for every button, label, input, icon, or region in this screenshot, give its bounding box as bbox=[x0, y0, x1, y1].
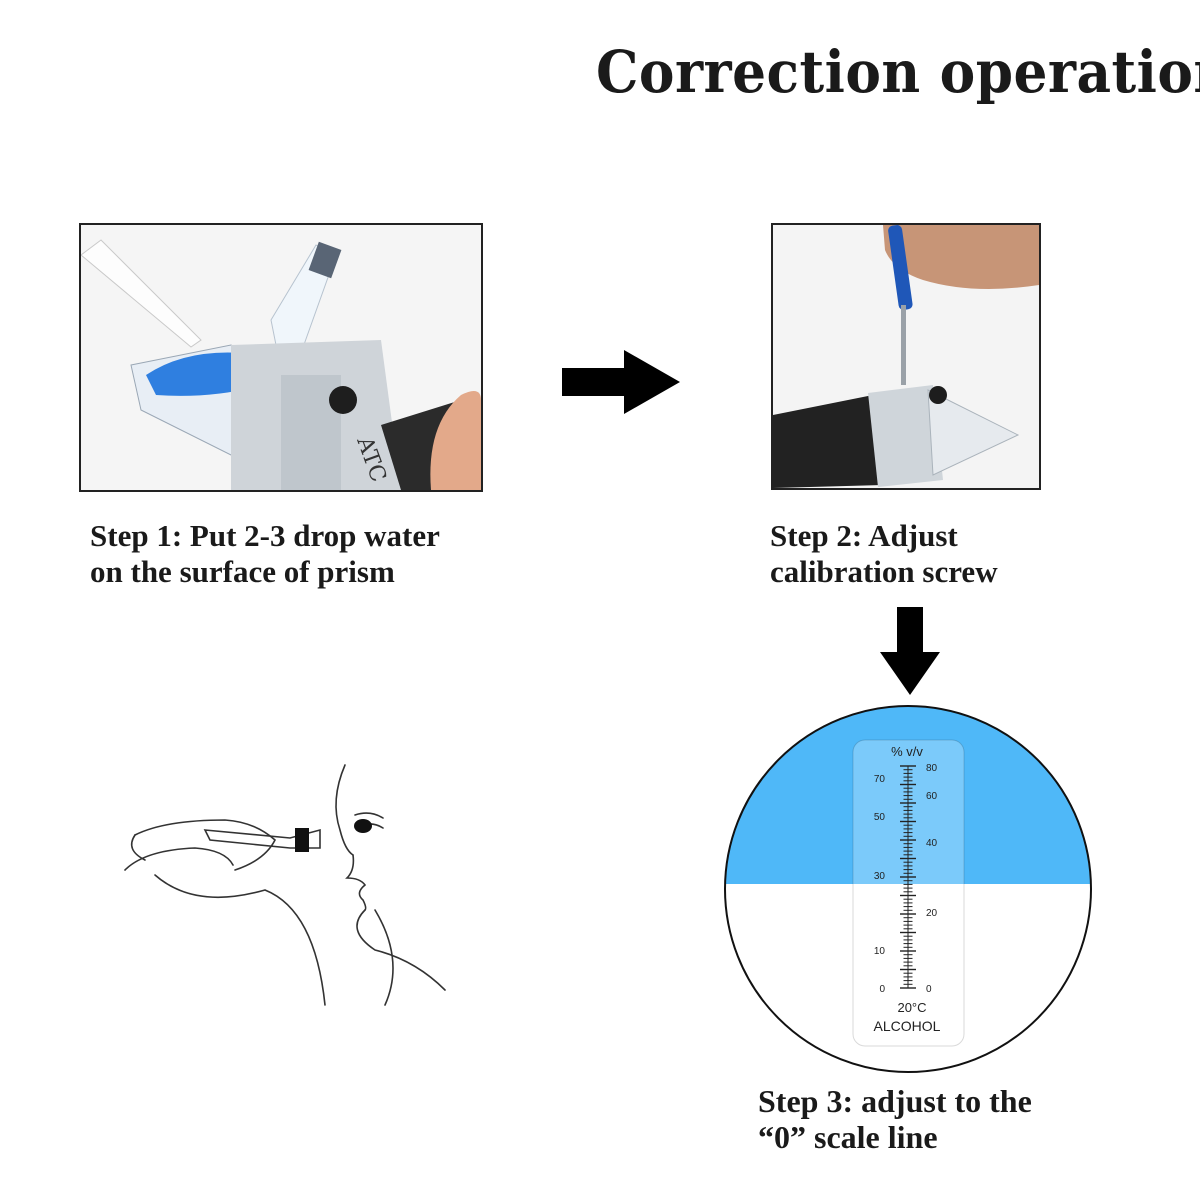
left-tick-label-50: 50 bbox=[874, 812, 886, 823]
eye-pupil bbox=[354, 819, 372, 833]
step1-line2: on the surface of prism bbox=[90, 554, 395, 589]
scale-temperature: 20°C bbox=[897, 1000, 926, 1015]
right-tick-label-60: 60 bbox=[926, 791, 938, 802]
refractometer-scale-view: % v/v 70 50 30 10 0 80 60 40 20 0 20°C A… bbox=[724, 705, 1092, 1073]
arrow-right-icon bbox=[562, 350, 680, 414]
step2-caption: Step 2: Adjust calibration screw bbox=[770, 518, 998, 590]
right-tick-label-20: 20 bbox=[926, 908, 938, 919]
eyepiece-band bbox=[295, 828, 309, 852]
step1-line1: Step 1: Put 2-3 drop water bbox=[90, 518, 440, 553]
right-tick-label-40: 40 bbox=[926, 838, 938, 849]
step1-caption: Step 1: Put 2-3 drop water on the surfac… bbox=[90, 518, 440, 590]
right-tick-label-80: 80 bbox=[926, 763, 938, 774]
scope-outline bbox=[724, 705, 1092, 1073]
step2-line2: calibration screw bbox=[770, 554, 998, 589]
step1-photo: ATC bbox=[79, 223, 483, 492]
step2-photo bbox=[771, 223, 1041, 490]
step3-line2: “0” scale line bbox=[758, 1119, 938, 1155]
step2-line1: Step 2: Adjust bbox=[770, 518, 958, 553]
arrow-down-icon bbox=[880, 607, 940, 695]
left-tick-label-0: 0 bbox=[879, 984, 885, 995]
left-tick-label-70: 70 bbox=[874, 774, 886, 785]
left-tick-label-10: 10 bbox=[874, 946, 886, 957]
page-title: Correction operation bbox=[596, 38, 1200, 106]
scale-ticks bbox=[900, 765, 916, 989]
left-tick-label-30: 30 bbox=[874, 871, 886, 882]
scale-name: ALCOHOL bbox=[874, 1018, 941, 1034]
right-tick-label-0: 0 bbox=[926, 984, 932, 995]
step3-caption: Step 3: adjust to the “0” scale line bbox=[758, 1083, 1032, 1155]
scale-unit: % v/v bbox=[891, 744, 923, 759]
person-looking-sketch bbox=[124, 764, 446, 1006]
step3-line1: Step 3: adjust to the bbox=[758, 1083, 1032, 1119]
